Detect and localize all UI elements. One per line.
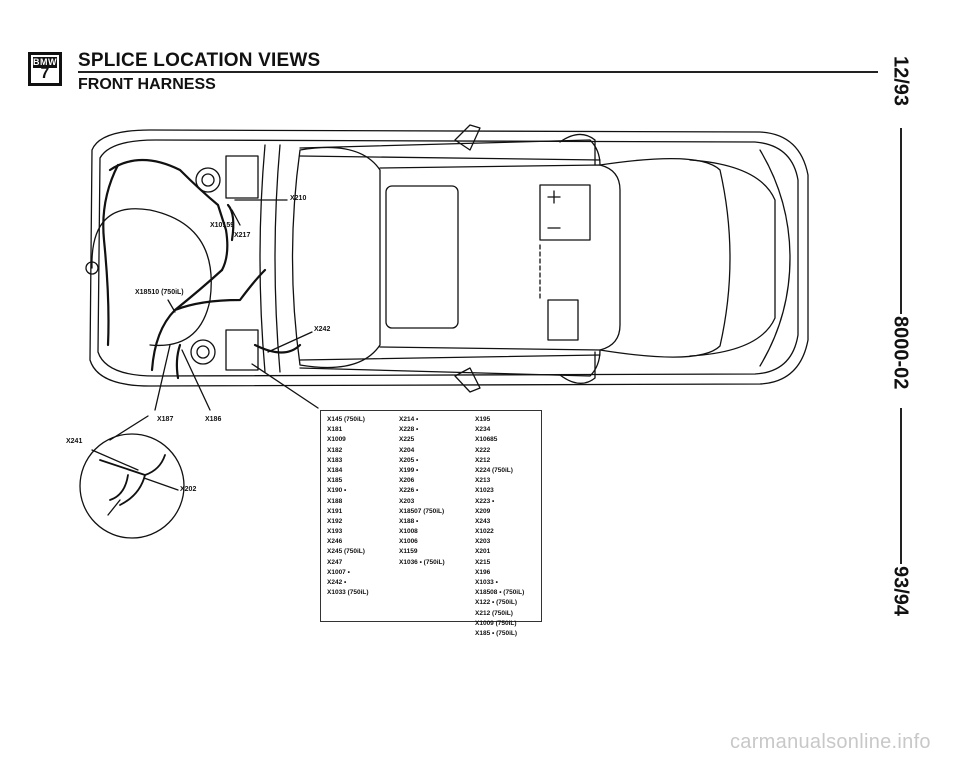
side-model-years: 93/94: [889, 566, 912, 617]
splice-entry: X1023: [475, 487, 494, 495]
side-rule-1: [900, 128, 902, 314]
page-title: SPLICE LOCATION VIEWS: [78, 50, 321, 71]
splice-entry: X184: [327, 466, 343, 474]
splice-entry: X193: [327, 528, 343, 536]
splice-entry: X182: [327, 446, 343, 454]
splice-entry: X206: [399, 477, 415, 485]
splice-entry: X18508 • (750iL): [475, 589, 525, 597]
battery-box: [539, 184, 591, 241]
detail-view-circle: [79, 433, 185, 539]
splice-entry: X201: [475, 548, 491, 556]
page-subtitle: FRONT HARNESS: [78, 76, 216, 93]
front-module-top: [225, 155, 259, 199]
splice-entry: X191: [327, 507, 343, 515]
splice-entry: X224 (750iL): [475, 466, 513, 474]
splice-entry: X247: [327, 558, 343, 566]
splice-entry: X1033 (750iL): [327, 589, 369, 597]
label-x241: X241: [66, 438, 83, 445]
splice-entry: X215: [475, 558, 491, 566]
bmw-7-logo: BMW 7: [28, 52, 62, 86]
splice-entry: X196: [475, 568, 491, 576]
splice-entry: X1036 • (750iL): [399, 558, 445, 566]
splice-entry: X122 • (750iL): [475, 599, 518, 607]
logo-model: 7: [40, 65, 50, 82]
splice-entry: X181: [327, 426, 343, 434]
splice-entry: X185 • (750iL): [475, 629, 518, 637]
splice-entry: X209: [475, 507, 491, 515]
splice-entry: X18507 (750iL): [399, 507, 445, 515]
roof: [379, 164, 621, 351]
splice-entry: X226 •: [399, 487, 419, 495]
splice-entry: X1009 (750iL): [475, 619, 517, 627]
logo-brand: BMW: [33, 57, 57, 68]
splice-entry: X243: [475, 517, 491, 525]
splice-entry: X185: [327, 477, 343, 485]
splice-entry: X245 (750iL): [327, 548, 365, 556]
splice-entry: X1033 •: [475, 579, 498, 586]
splice-entry: X225: [399, 436, 415, 444]
splice-entry: X199 •: [399, 466, 419, 474]
splice-entry: X234: [475, 426, 491, 434]
windshield: [291, 146, 381, 369]
splice-entry: X223 •: [475, 497, 495, 505]
splice-entry: X190 •: [327, 487, 347, 495]
label-x210: X210: [290, 195, 307, 202]
rear-window: [599, 157, 731, 358]
splice-entry: X192: [327, 517, 343, 525]
label-x186: X186: [205, 416, 222, 423]
splice-entry: X242 •: [327, 579, 347, 586]
rear-module: [547, 299, 579, 341]
splice-entry: X212 (750iL): [475, 609, 513, 617]
splice-entry: X246: [327, 538, 343, 546]
splice-entry: X205 •: [399, 456, 419, 464]
splice-entry: X10685: [475, 436, 498, 444]
watermark: carmanualsonline.info: [730, 731, 931, 753]
label-x217: X217: [234, 232, 251, 239]
splice-entry: X1159: [399, 548, 418, 556]
splice-entry: X222: [475, 446, 491, 454]
splice-entry: X203: [475, 538, 491, 546]
side-rule-2: [900, 408, 902, 564]
label-x187: X187: [157, 416, 174, 423]
splice-entry: X228 •: [399, 426, 419, 434]
label-x202: X202: [180, 486, 197, 493]
label-x242: X242: [314, 326, 331, 333]
splice-entry: X213: [475, 477, 491, 485]
sunroof: [385, 185, 459, 329]
car-body-outline: [89, 129, 809, 387]
splice-entry: X188: [327, 497, 343, 505]
splice-entry: X203: [399, 497, 415, 505]
splice-entry: X1022: [475, 528, 494, 536]
splice-entry: X145 (750iL): [327, 416, 365, 423]
header-rule: [78, 71, 878, 73]
label-x10159: X10159: [210, 222, 235, 229]
splice-entry: X183: [327, 456, 343, 464]
splice-entry: X195: [475, 416, 491, 423]
splice-entry: X1007 •: [327, 568, 350, 576]
splice-entry: X1009: [327, 436, 346, 444]
label-x18510: X18510 (750iL): [135, 289, 184, 296]
front-module-bottom: [225, 329, 259, 371]
splice-entry: X214 •: [399, 416, 419, 423]
splice-entry: X1006: [399, 538, 418, 546]
splice-entry: X212: [475, 456, 491, 464]
splice-entry: X1008: [399, 528, 418, 536]
splice-entry: X188 •: [399, 517, 419, 525]
side-date: 12/93: [889, 56, 912, 107]
splice-entry: X204: [399, 446, 415, 454]
side-doc-number: 8000-02: [889, 316, 912, 390]
